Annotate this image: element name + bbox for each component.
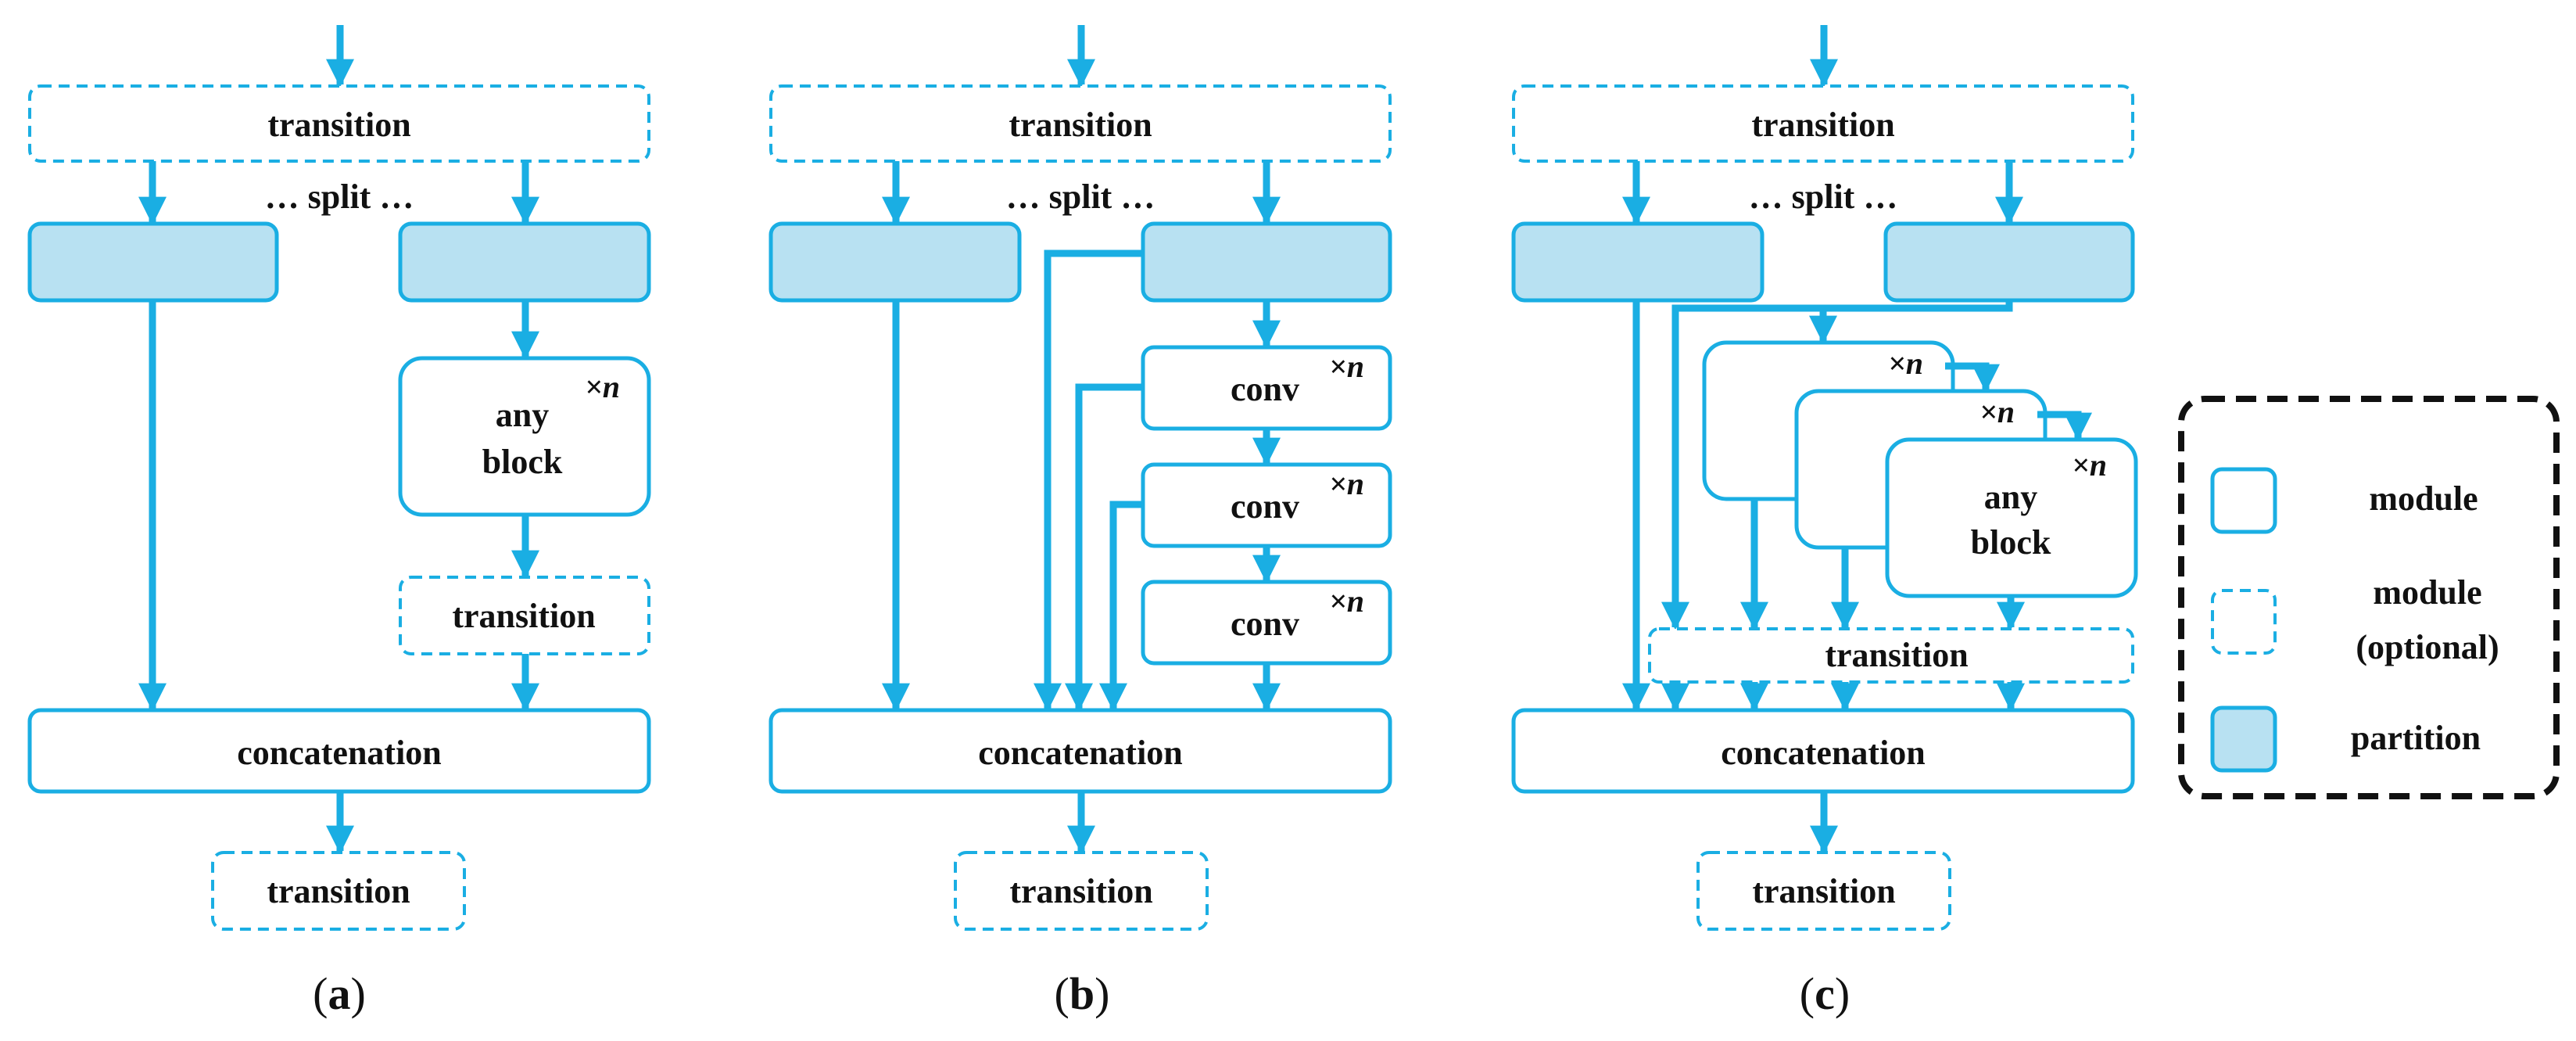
transition-bottom-label: transition <box>267 872 410 910</box>
dense-skip-partition <box>1034 249 1143 712</box>
transition-bottom-box <box>1696 851 1951 931</box>
transition-top-box <box>769 84 1392 163</box>
block-label: block <box>1971 523 2051 562</box>
transition-top-box <box>28 84 650 163</box>
legend-partition-swatch <box>2210 705 2277 773</box>
transition-top-box <box>1512 84 2134 163</box>
transition-bottom-label: transition <box>1752 872 1895 910</box>
transition-top-label: transition <box>1009 106 1152 144</box>
caption-c: (c) <box>1800 968 1850 1019</box>
legend-optional-swatch <box>2211 589 2277 655</box>
partition-left <box>1511 221 1765 303</box>
transition-mid-box <box>399 576 650 655</box>
repeat-label-1: ×n <box>1329 349 1364 384</box>
transition-bottom-box <box>211 851 466 931</box>
conv-label-3: conv <box>1231 605 1299 643</box>
partition-right <box>1883 221 2135 303</box>
any-label: any <box>1984 478 2037 516</box>
partition-left <box>769 221 1022 303</box>
partition-to-transition <box>1661 300 2013 630</box>
repeat-label-back: ×n <box>1888 346 1923 381</box>
concatenation-label: concatenation <box>978 734 1183 772</box>
transition-mid-box <box>1648 627 2134 684</box>
panel-a: transition … split … any block ×n transi… <box>27 25 651 1019</box>
transition-bottom-box <box>954 851 1209 931</box>
legend-module-label: module <box>2369 479 2477 518</box>
caption-a: (a) <box>313 968 366 1019</box>
chain-arrow-1 <box>1945 362 2000 393</box>
repeat-label-3: ×n <box>1329 583 1364 619</box>
transition-mid-label: transition <box>1825 636 1968 674</box>
split-label: … split … <box>1749 178 1898 216</box>
legend: module module (optional) partition <box>2178 396 2560 799</box>
repeat-label-front: ×n <box>2072 447 2107 483</box>
repeat-label-2: ×n <box>1329 466 1364 501</box>
chain-arrow-2 <box>2037 411 2092 441</box>
split-label: … split … <box>265 178 414 216</box>
partition-right <box>1141 221 1392 303</box>
split-label: … split … <box>1006 178 1155 216</box>
concatenation-label: concatenation <box>1721 734 1926 772</box>
conv-label-2: conv <box>1231 487 1299 526</box>
legend-partition-label: partition <box>2351 719 2481 757</box>
conv-label-1: conv <box>1231 370 1299 408</box>
transition-top-label: transition <box>267 106 410 144</box>
transition-bottom-label: transition <box>1009 872 1152 910</box>
legend-module-swatch <box>2210 467 2277 534</box>
panel-c: transition … split … ×n ×n any block ×n … <box>1511 25 2138 1019</box>
concatenation-label: concatenation <box>237 734 442 772</box>
transition-mid-label: transition <box>452 597 595 635</box>
dense-skip-conv2 <box>1099 501 1143 712</box>
caption-b: (b) <box>1055 968 1110 1019</box>
repeat-label-middle: ×n <box>1979 394 2015 429</box>
partition-right <box>398 221 651 303</box>
transition-top-label: transition <box>1751 106 1894 144</box>
panel-b: transition … split … conv ×n conv ×n con… <box>769 25 1392 1019</box>
repeat-label: ×n <box>585 369 620 404</box>
legend-optional-label-line1: module <box>2373 573 2481 612</box>
dense-skip-conv1 <box>1065 383 1143 712</box>
partition-left <box>27 221 279 303</box>
any-label: any <box>496 396 549 434</box>
block-label: block <box>482 443 563 481</box>
legend-optional-label-line2: (optional) <box>2356 628 2499 666</box>
